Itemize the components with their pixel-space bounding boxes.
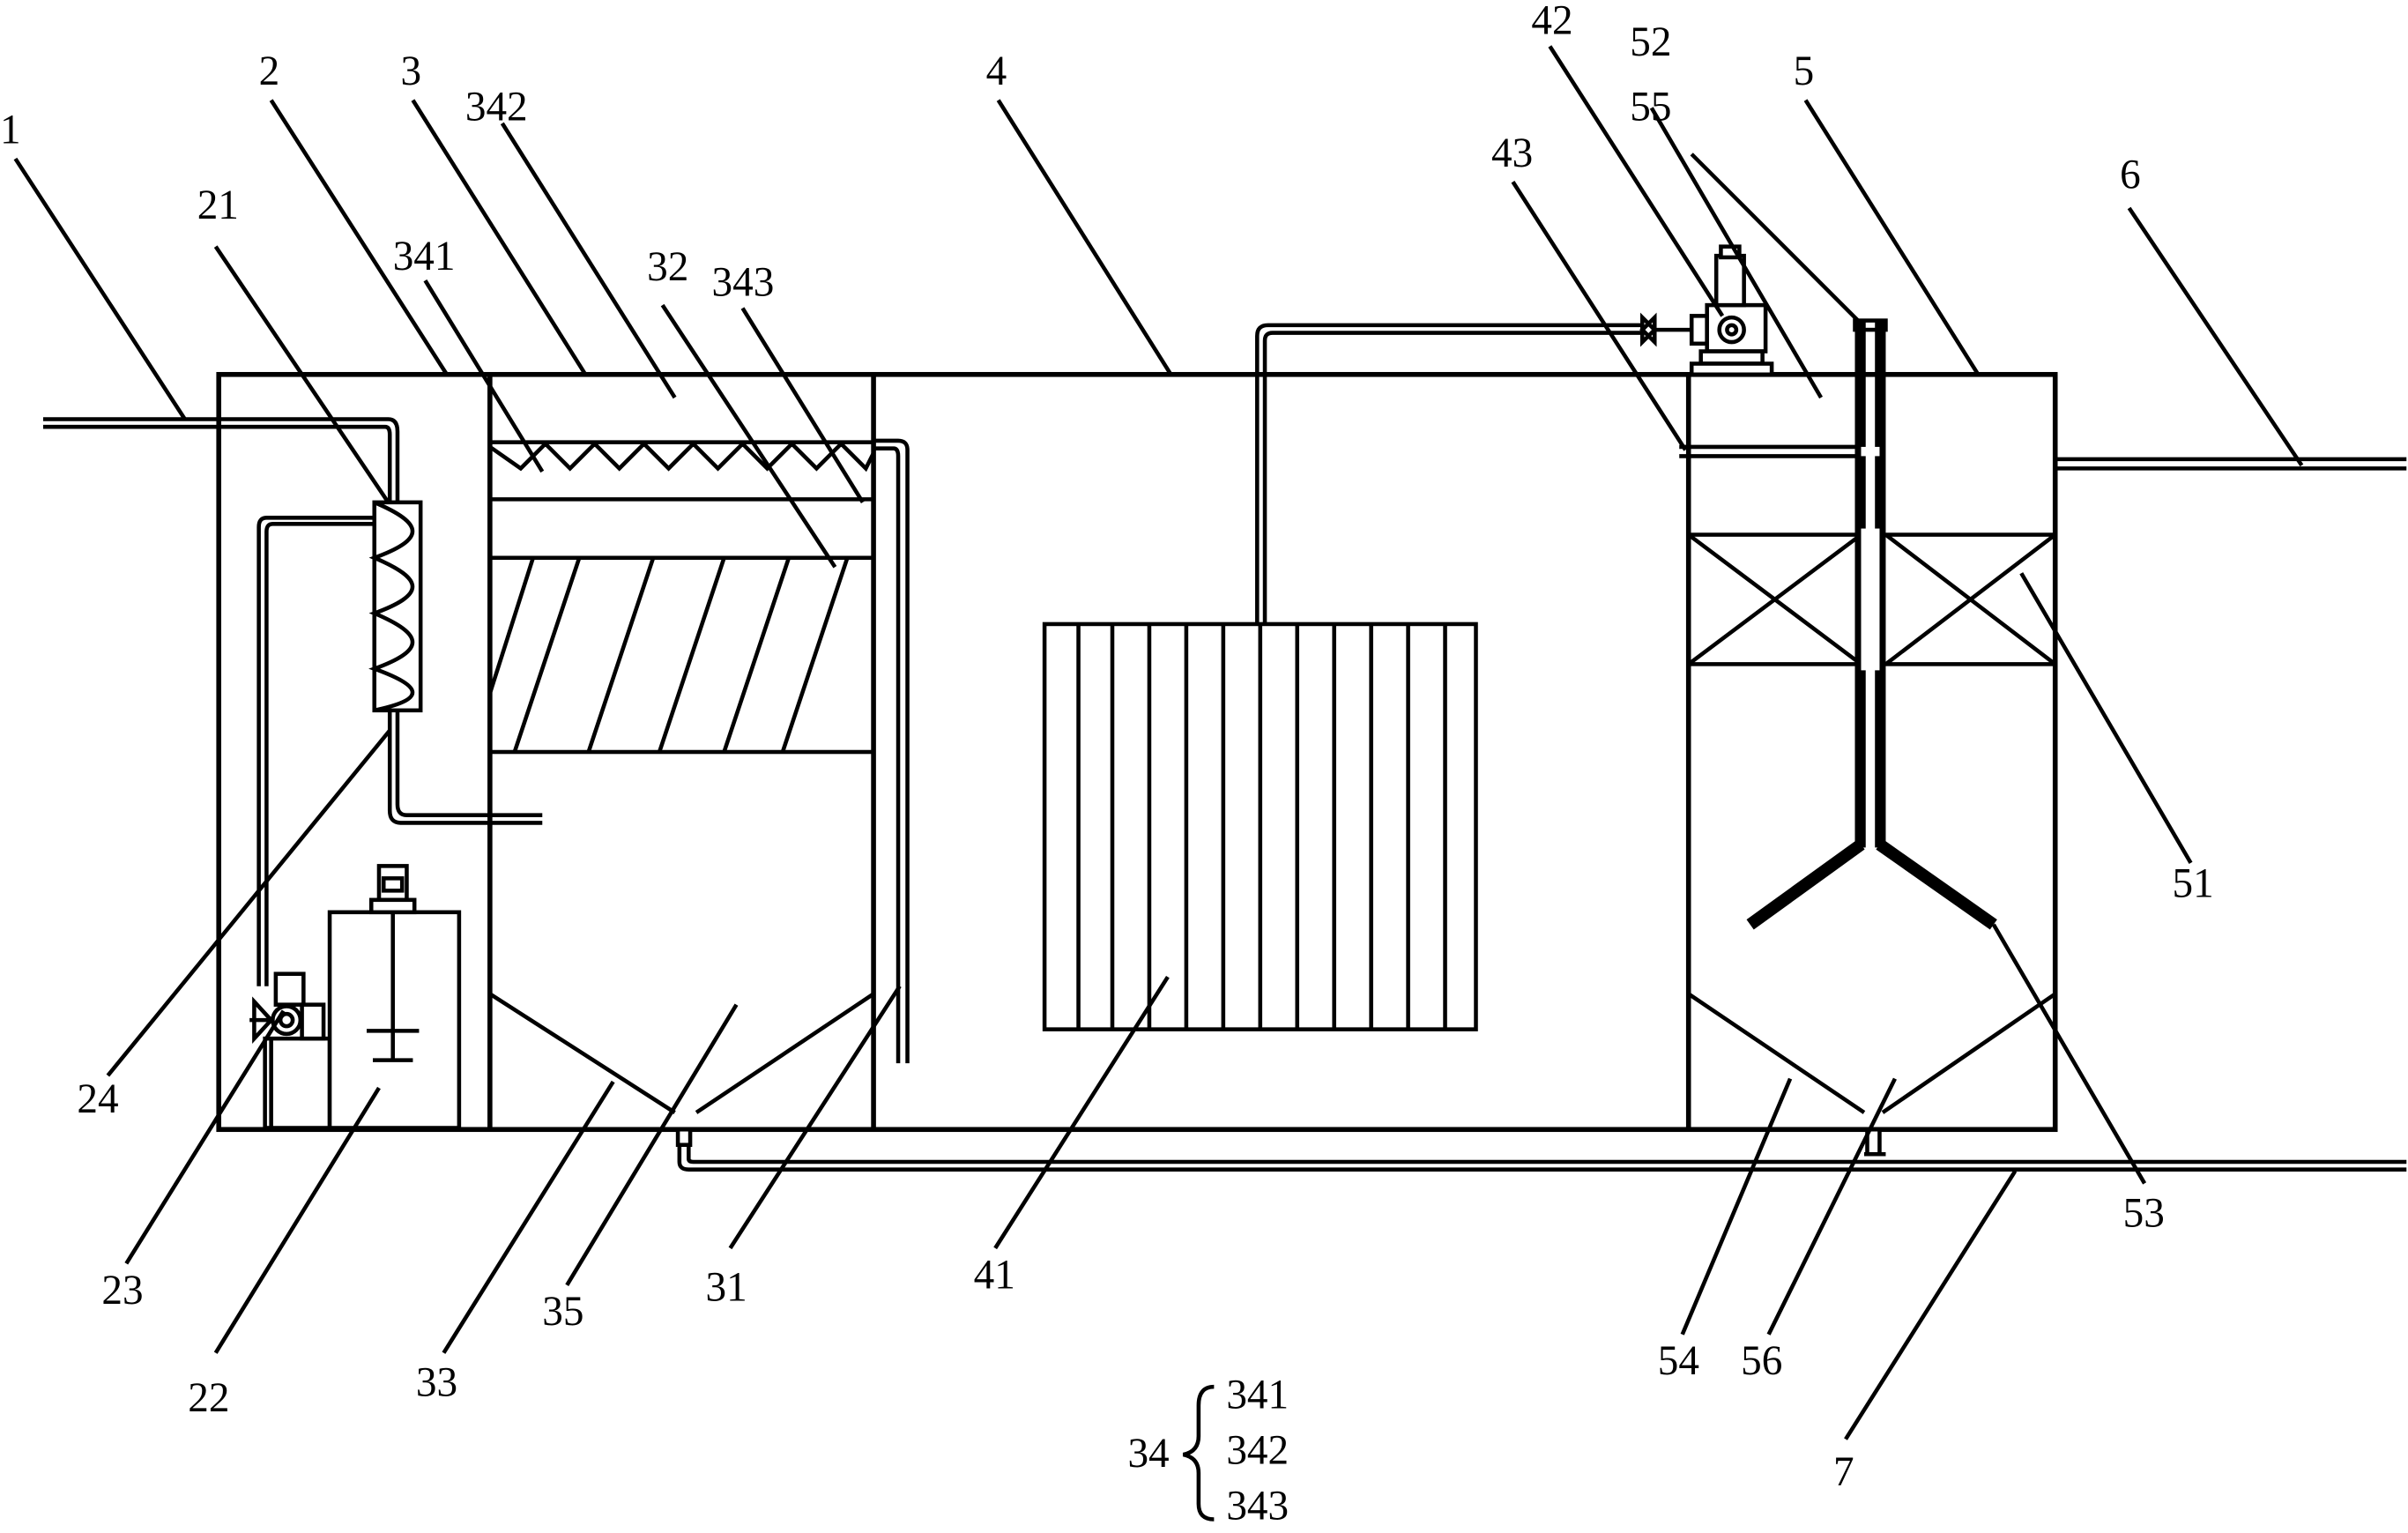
membrane-module (1042, 621, 1478, 1031)
overflow-pipe (871, 438, 910, 1064)
label-41: 41 (974, 1252, 1015, 1298)
label-4: 4 (986, 48, 1007, 94)
label-43: 43 (1491, 130, 1533, 176)
legend-item-342: 342 (1226, 1428, 1289, 1474)
suction-pump (1639, 244, 1774, 377)
reference-labels: 1 2 3 342 4 21 341 32 343 42 52 55 5 43 … (0, 0, 2214, 1495)
legend-item-341: 341 (1226, 1373, 1289, 1418)
sludge-hopper-3 (488, 992, 875, 1114)
label-54: 54 (1658, 1338, 1699, 1384)
legend-group-label: 34 (1127, 1431, 1169, 1477)
label-342: 342 (465, 84, 528, 130)
chemical-tank (327, 864, 462, 1130)
permeate-pipe (1255, 323, 1643, 624)
label-23: 23 (101, 1268, 143, 1313)
label-53: 53 (2123, 1190, 2165, 1236)
leader-lines (13, 45, 2304, 1440)
label-21: 21 (197, 182, 239, 228)
label-5: 5 (1794, 48, 1815, 94)
sludge-pipe (675, 1127, 2407, 1172)
label-6: 6 (2120, 152, 2141, 197)
legend-brace (1182, 1384, 1215, 1522)
backwash-pipe (1746, 318, 1997, 930)
component-legend: 34 341 342 343 (1127, 1373, 1289, 1529)
label-3: 3 (400, 48, 421, 94)
label-55: 55 (1630, 84, 1671, 130)
label-33: 33 (416, 1360, 457, 1406)
inlet-pipe (42, 417, 400, 502)
mixer-outlet-pipe (387, 710, 543, 825)
label-343: 343 (712, 260, 775, 306)
label-2: 2 (259, 48, 280, 94)
label-24: 24 (77, 1076, 118, 1122)
label-32: 32 (647, 244, 688, 290)
dosing-line (256, 516, 375, 986)
zigzag-weir (488, 440, 876, 502)
label-31: 31 (706, 1264, 747, 1310)
label-35: 35 (542, 1289, 583, 1335)
label-341: 341 (393, 234, 456, 279)
outlet-pipe (2055, 457, 2407, 471)
label-42: 42 (1531, 0, 1572, 43)
label-1: 1 (0, 108, 21, 153)
label-51: 51 (2173, 860, 2214, 906)
sludge-hopper-5 (1687, 992, 2057, 1114)
legend-item-343: 343 (1226, 1483, 1289, 1529)
label-56: 56 (1741, 1338, 1782, 1384)
dosing-pump (249, 971, 332, 1130)
label-7: 7 (1833, 1449, 1854, 1495)
static-mixer (368, 500, 423, 713)
inclined-plate-pack (487, 555, 876, 755)
label-22: 22 (188, 1375, 229, 1421)
transfer-pipe (1679, 444, 1864, 458)
label-52: 52 (1630, 19, 1671, 65)
